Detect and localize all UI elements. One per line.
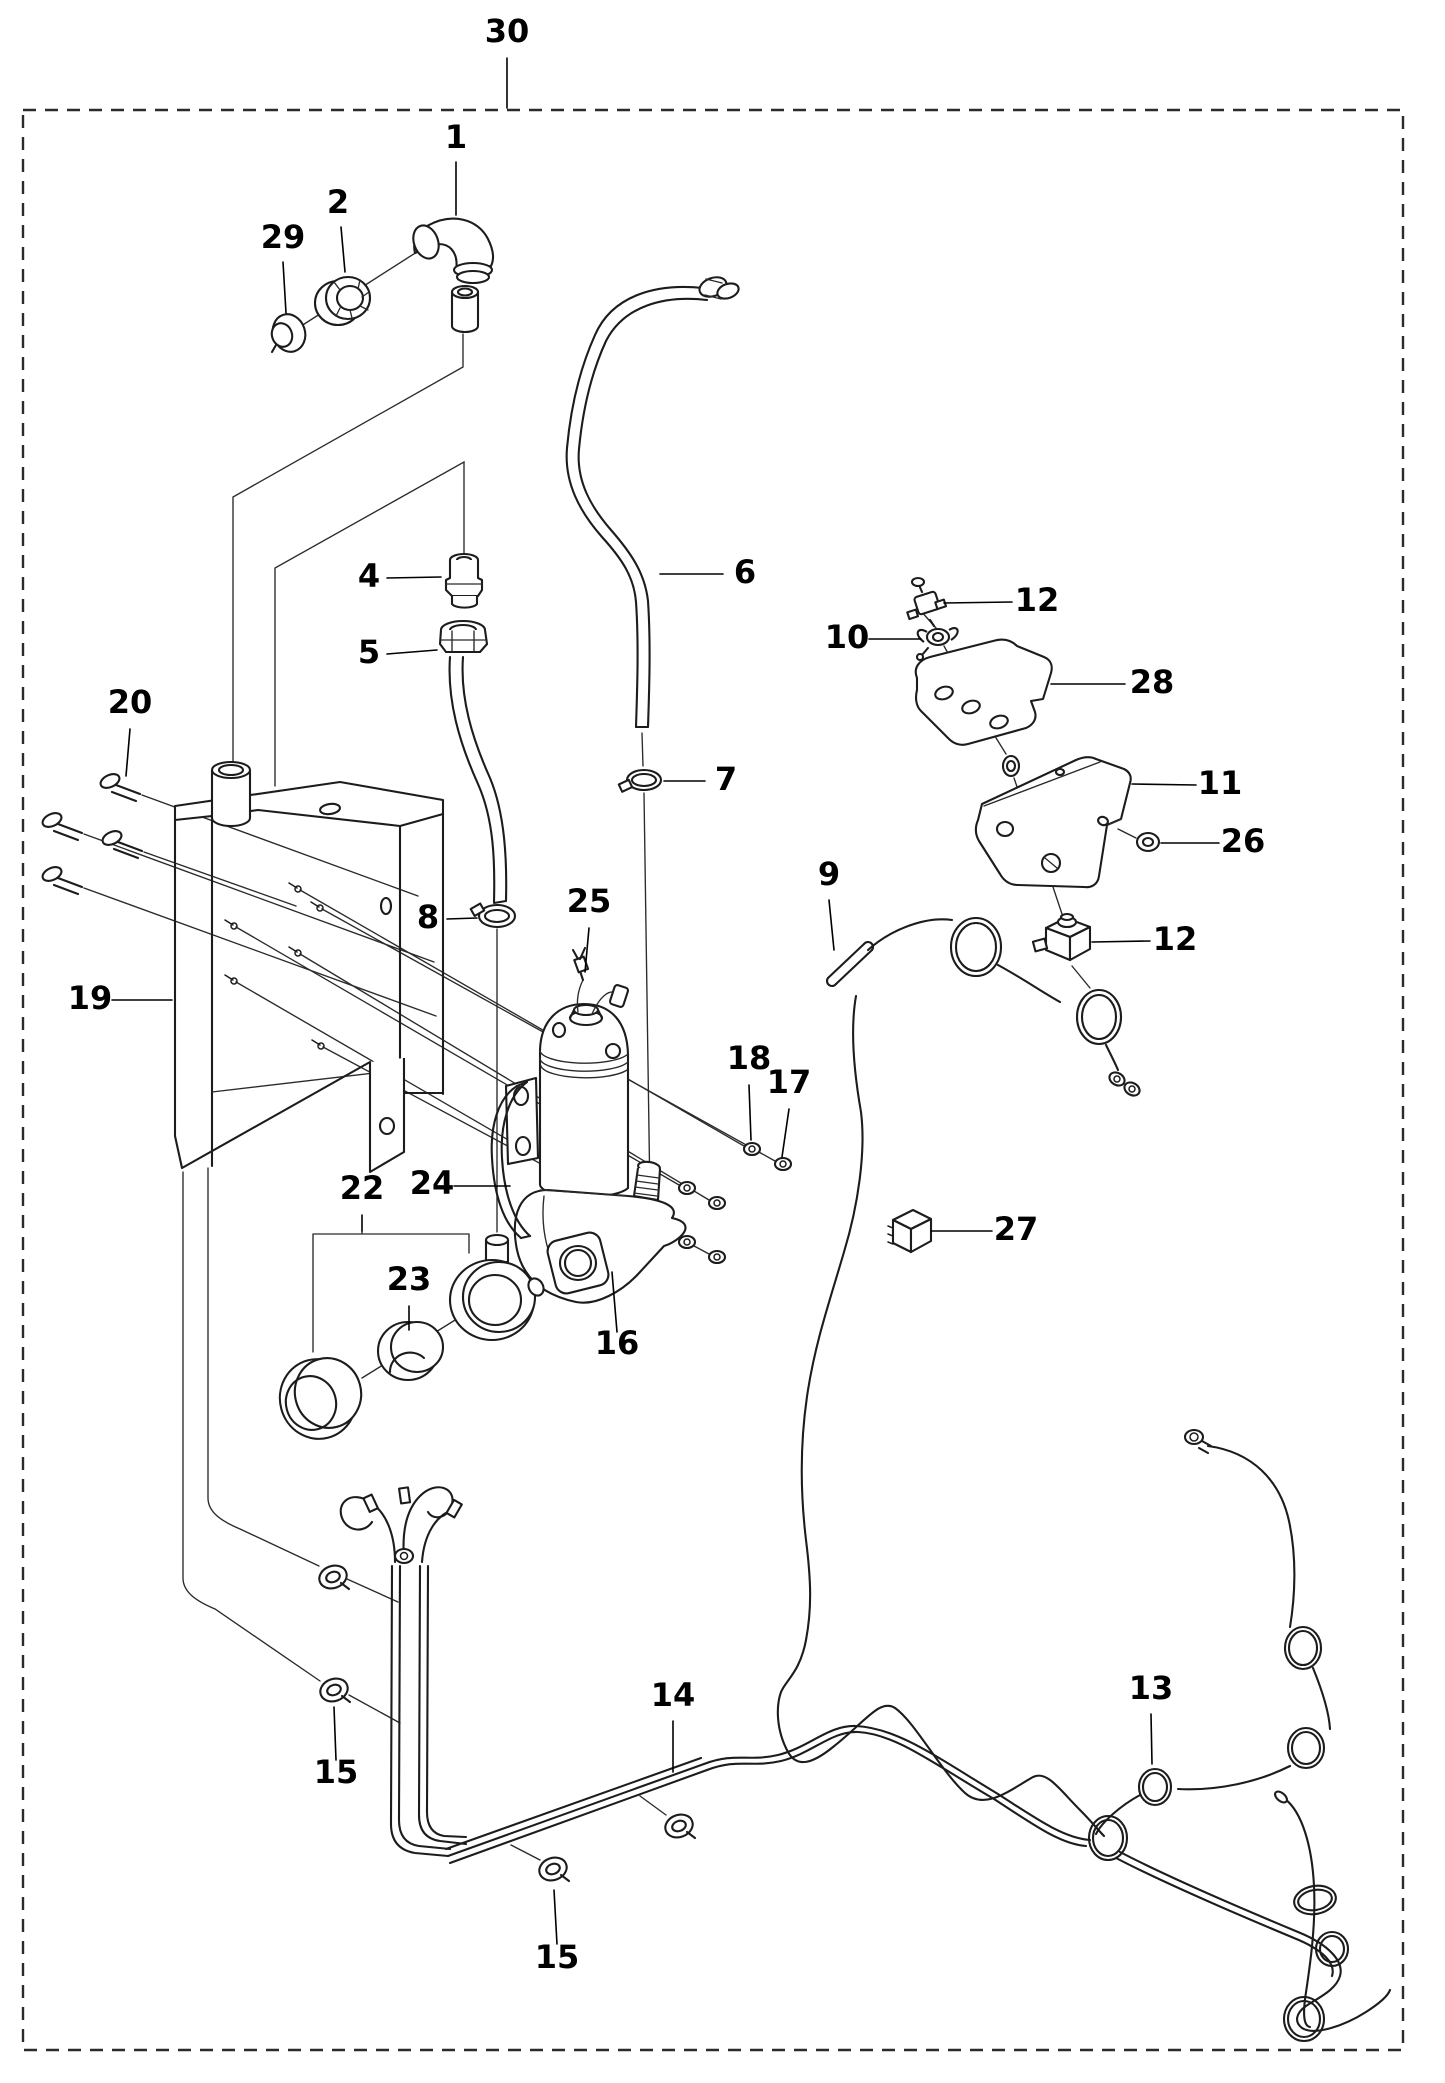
part-relay-27 bbox=[887, 1208, 933, 1254]
callout-number-1: 1 bbox=[445, 118, 467, 156]
callout-leader-4 bbox=[386, 576, 442, 579]
part-wire-13 bbox=[1094, 1428, 1332, 1836]
callout-number-23: 23 bbox=[387, 1260, 432, 1298]
callout-leader-8 bbox=[446, 917, 478, 920]
callout-leader-29 bbox=[282, 261, 287, 314]
callout-leader-18 bbox=[748, 1084, 752, 1141]
part-switch-12-lower bbox=[1031, 912, 1092, 962]
part-clamp-8 bbox=[469, 902, 517, 929]
callout-number-29: 29 bbox=[261, 218, 306, 256]
callout-number-15: 15 bbox=[535, 1938, 580, 1976]
part-nut-2 bbox=[313, 275, 372, 327]
callout-number-26: 26 bbox=[1221, 822, 1266, 860]
callout-leader-15 bbox=[553, 1889, 558, 1945]
callout-leader-13 bbox=[1150, 1713, 1153, 1765]
callout-number-15: 15 bbox=[314, 1753, 359, 1791]
callout-leader-16 bbox=[611, 1271, 618, 1333]
part-clamp-7 bbox=[617, 768, 663, 793]
callout-number-22: 22 bbox=[340, 1169, 385, 1207]
callout-number-17: 17 bbox=[767, 1063, 812, 1101]
callout-number-25: 25 bbox=[567, 882, 612, 920]
callout-number-7: 7 bbox=[715, 760, 737, 798]
part-fitting-4 bbox=[444, 552, 484, 609]
callout-number-14: 14 bbox=[651, 1676, 696, 1714]
part-grommet bbox=[1001, 754, 1021, 778]
callout-number-9: 9 bbox=[818, 855, 840, 893]
callout-number-16: 16 bbox=[595, 1324, 640, 1362]
callout-number-10: 10 bbox=[825, 618, 870, 656]
part-bushing-under-elbow bbox=[450, 284, 480, 334]
callout-leader-12 bbox=[943, 601, 1013, 604]
part-bracket-19 bbox=[173, 760, 445, 1174]
callout-leader-11 bbox=[1131, 783, 1197, 786]
callout-number-24: 24 bbox=[410, 1164, 455, 1202]
callout-leader-25 bbox=[584, 927, 590, 973]
callout-leader-20 bbox=[125, 728, 131, 777]
part-strainer-housing bbox=[448, 1233, 545, 1342]
part-plate-28 bbox=[914, 638, 1053, 746]
callout-number-20: 20 bbox=[108, 683, 153, 721]
part-plate-11 bbox=[974, 756, 1132, 889]
part-wire-terminals bbox=[339, 1486, 463, 1565]
part-hose-6 bbox=[565, 276, 740, 729]
callout-number-11: 11 bbox=[1198, 764, 1243, 802]
callout-number-6: 6 bbox=[734, 553, 756, 591]
callout-leader-9 bbox=[828, 899, 835, 951]
part-wing-nut-10 bbox=[915, 627, 959, 662]
callout-number-8: 8 bbox=[417, 898, 439, 936]
callout-leader-17 bbox=[781, 1108, 790, 1158]
part-bushing-23 bbox=[376, 1320, 445, 1382]
assembly-boundary-border bbox=[21, 108, 1405, 2052]
part-hose-5 bbox=[448, 655, 508, 905]
callout-number-30: 30 bbox=[485, 12, 530, 50]
part-cap-22 bbox=[278, 1357, 363, 1440]
part-valve-12-top bbox=[906, 576, 948, 628]
callout-number-5: 5 bbox=[358, 633, 380, 671]
callout-leader-5 bbox=[386, 649, 438, 655]
callout-number-12: 12 bbox=[1153, 920, 1198, 958]
callout-number-27: 27 bbox=[994, 1210, 1039, 1248]
callout-number-28: 28 bbox=[1130, 663, 1175, 701]
callout-number-4: 4 bbox=[358, 557, 380, 595]
part-harness-9 bbox=[776, 916, 1141, 1838]
callout-leader-15 bbox=[333, 1706, 337, 1761]
callout-number-2: 2 bbox=[327, 183, 349, 221]
part-screws-20 bbox=[41, 773, 144, 896]
callout-number-19: 19 bbox=[68, 979, 113, 1017]
callout-leader-2 bbox=[340, 226, 346, 273]
part-clips-15 bbox=[318, 1564, 697, 1883]
callout-number-13: 13 bbox=[1129, 1669, 1174, 1707]
callout-number-12: 12 bbox=[1015, 581, 1060, 619]
callout-number-18: 18 bbox=[727, 1039, 772, 1077]
part-pump-16 bbox=[504, 979, 687, 1304]
part-strap-24 bbox=[490, 1080, 532, 1240]
part-elbow-fitting-1 bbox=[412, 217, 495, 285]
callout-leader-12 bbox=[1091, 940, 1151, 943]
part-cap-29 bbox=[270, 313, 307, 354]
part-nuts-17-18 bbox=[677, 1141, 793, 1265]
part-hose-nut-5 bbox=[438, 619, 489, 654]
part-washer-26 bbox=[1135, 831, 1161, 853]
